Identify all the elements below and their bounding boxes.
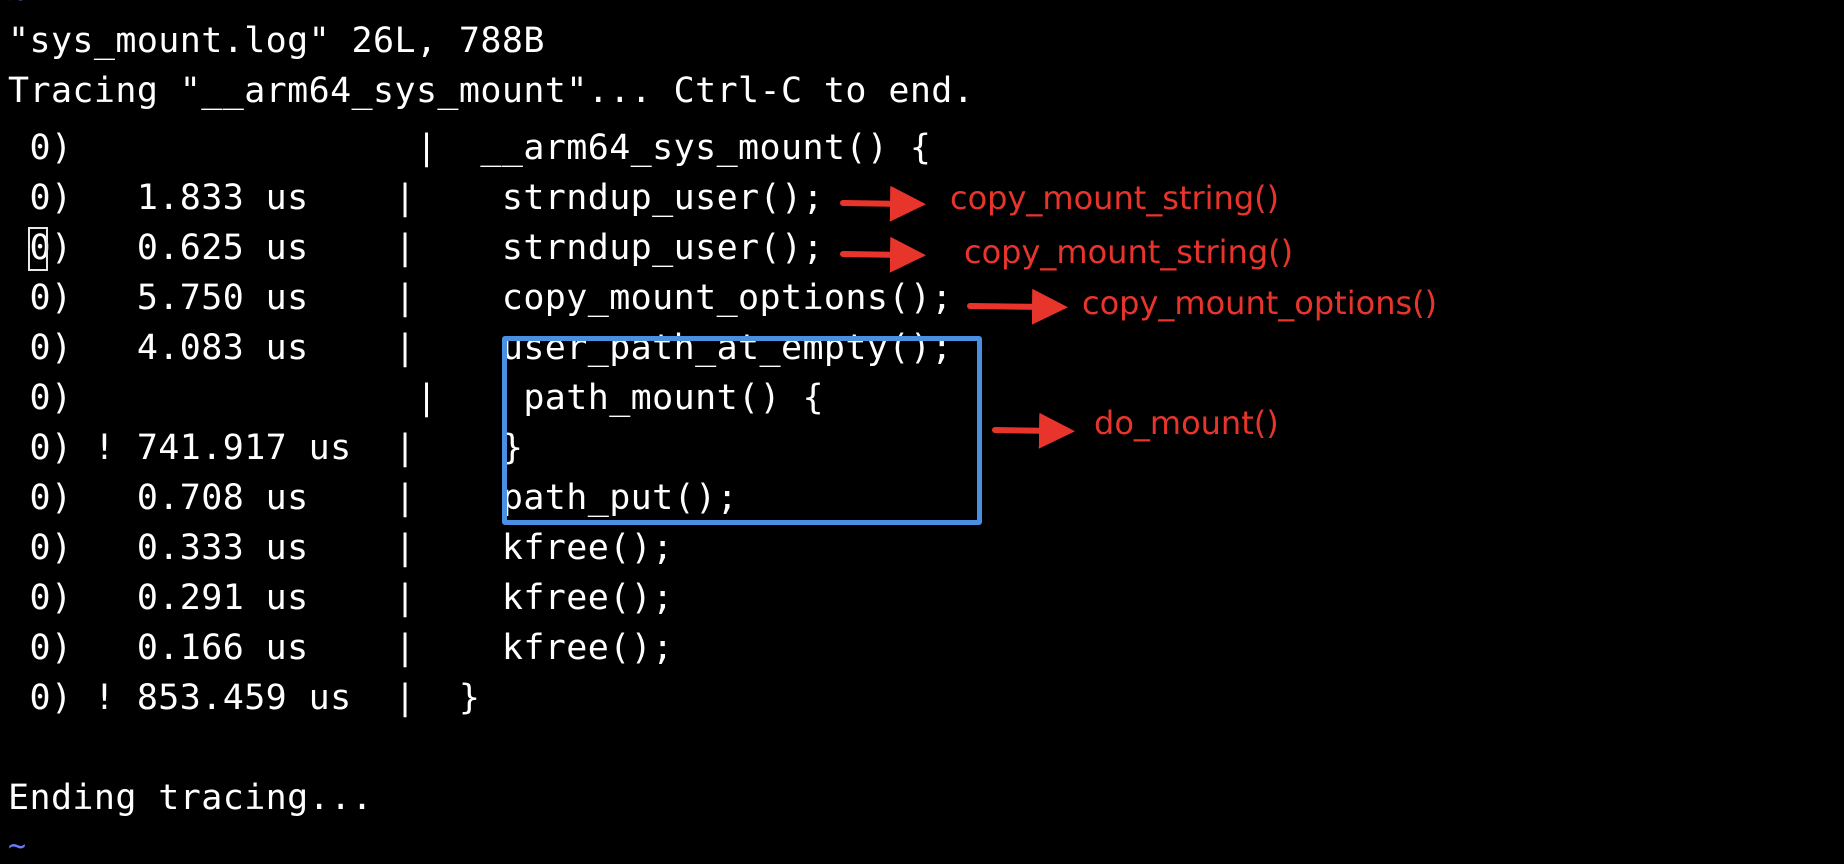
annotation-do-mount: do_mount() xyxy=(1094,404,1279,442)
annotation-copy-mount-string-1: copy_mount_string() xyxy=(950,179,1280,217)
trace-row: 0) 1.833 us | strndup_user(); xyxy=(8,178,824,218)
trace-row: 0) 0.625 us | strndup_user(); xyxy=(8,228,824,268)
trace-row: 0) 0.166 us | kfree(); xyxy=(8,628,674,668)
annotation-copy-mount-options: copy_mount_options() xyxy=(1082,284,1438,322)
arrow-icon xyxy=(840,236,926,273)
trace-row: 0) 0.708 us | path_put(); xyxy=(8,478,739,518)
tracing-start-line: Tracing "__arm64_sys_mount"... Ctrl-C to… xyxy=(8,71,975,111)
arrow-icon xyxy=(967,288,1068,325)
file-status-line: "sys_mount.log" 26L, 788B xyxy=(8,21,545,61)
trace-row: 0) 0.291 us | kfree(); xyxy=(8,578,674,618)
do-mount-highlight-box xyxy=(502,336,982,525)
trace-row: 0) ! 741.917 us | } xyxy=(8,428,524,468)
trace-row: 0) | path_mount() { xyxy=(8,378,824,418)
vim-tilde-top: ~ xyxy=(8,0,26,14)
trace-row: 0) ! 853.459 us | } xyxy=(8,678,481,718)
trace-row: 0) 5.750 us | copy_mount_options(); xyxy=(8,278,953,318)
trace-row: 0) 0.333 us | kfree(); xyxy=(8,528,674,568)
text-cursor xyxy=(28,227,48,271)
arrow-icon xyxy=(992,412,1075,449)
trace-row: 0) 4.083 us | user_path_at_empty(); xyxy=(8,328,953,368)
annotation-copy-mount-string-2: copy_mount_string() xyxy=(964,233,1294,271)
tracing-end-line: Ending tracing... xyxy=(8,778,374,818)
arrow-icon xyxy=(840,185,926,222)
trace-row: 0) | __arm64_sys_mount() { xyxy=(8,128,932,168)
vim-tilde-bottom: ~ xyxy=(8,829,27,864)
